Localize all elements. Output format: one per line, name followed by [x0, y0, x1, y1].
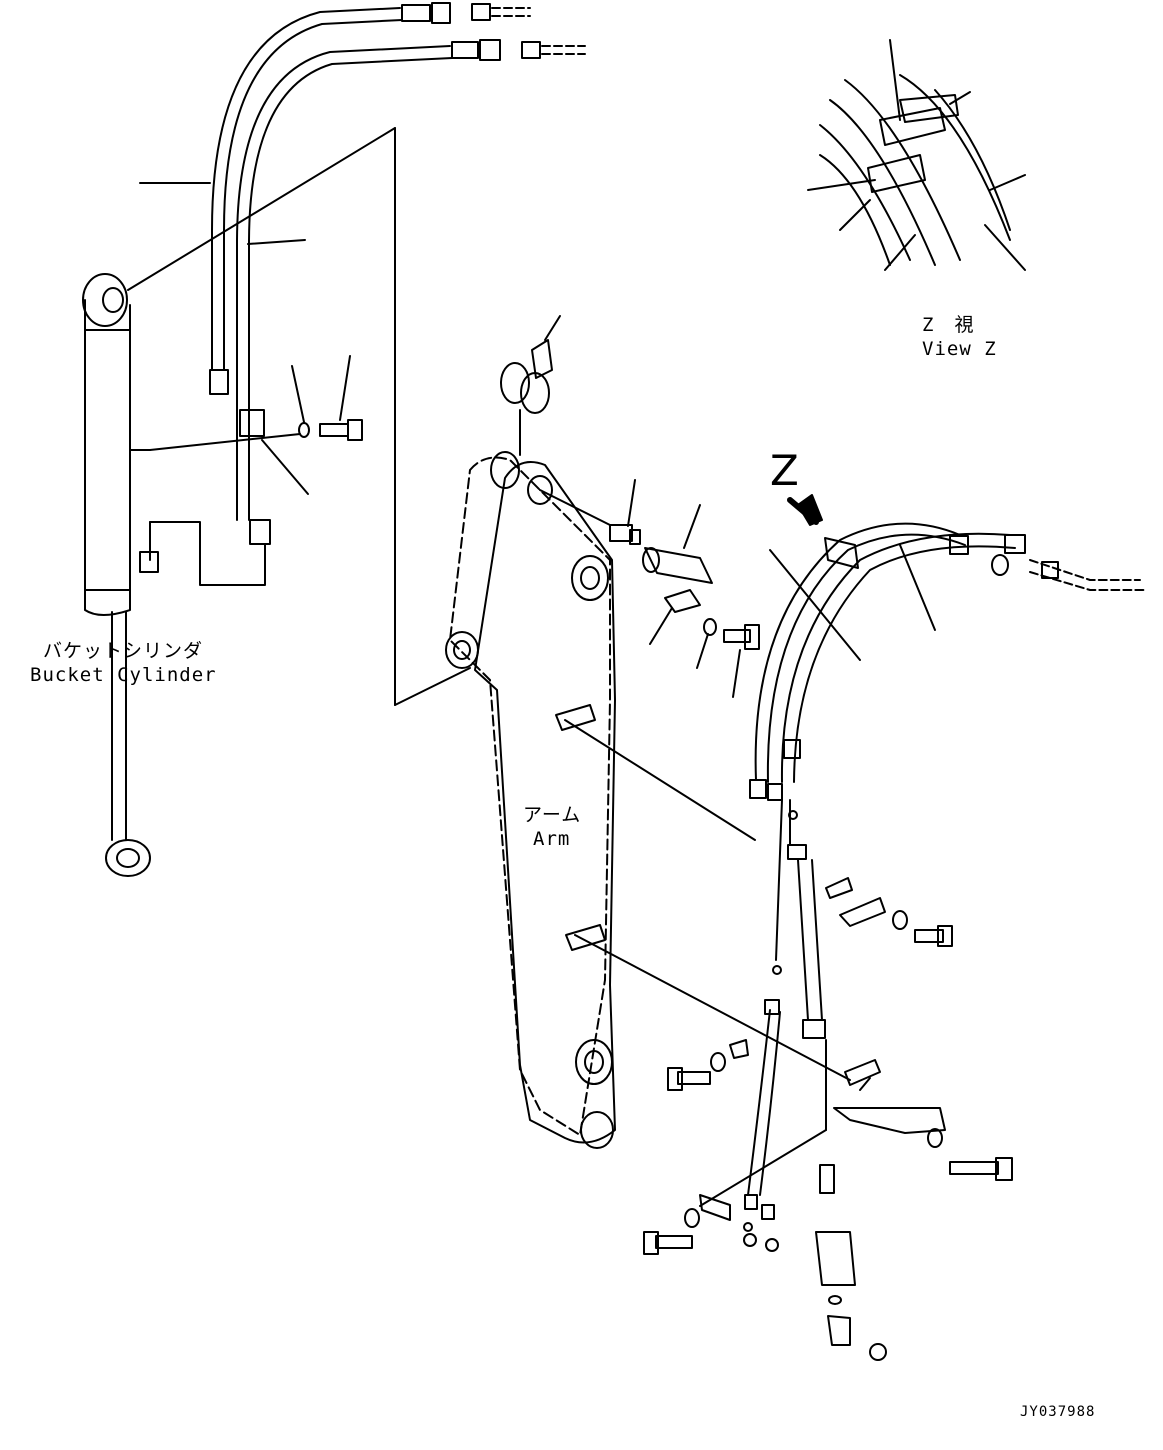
bucket-cylinder [82, 127, 471, 877]
arm-label-en: Arm [533, 828, 571, 850]
z-view-callout: Z [770, 446, 800, 495]
leader-lines [859, 1077, 871, 1091]
bolt-and-washer [291, 355, 363, 441]
arm-structure [445, 315, 851, 1149]
bucket-cylinder-label-en: Bucket Cylinder [30, 664, 217, 686]
right-hose-bundle [749, 494, 1146, 801]
pin-assembly [609, 479, 760, 698]
lower-pipe-assembly [643, 799, 1013, 1361]
view-z-label-en: View Z [922, 338, 997, 360]
view-z-detail [807, 39, 1026, 271]
bucket-cylinder-label-jp: バケットシリンダ [43, 640, 204, 662]
drawing-code: JY037988 [1020, 1404, 1096, 1420]
view-z-label-jp: Z 視 [922, 314, 975, 336]
arm-label-jp: アーム [523, 804, 582, 826]
